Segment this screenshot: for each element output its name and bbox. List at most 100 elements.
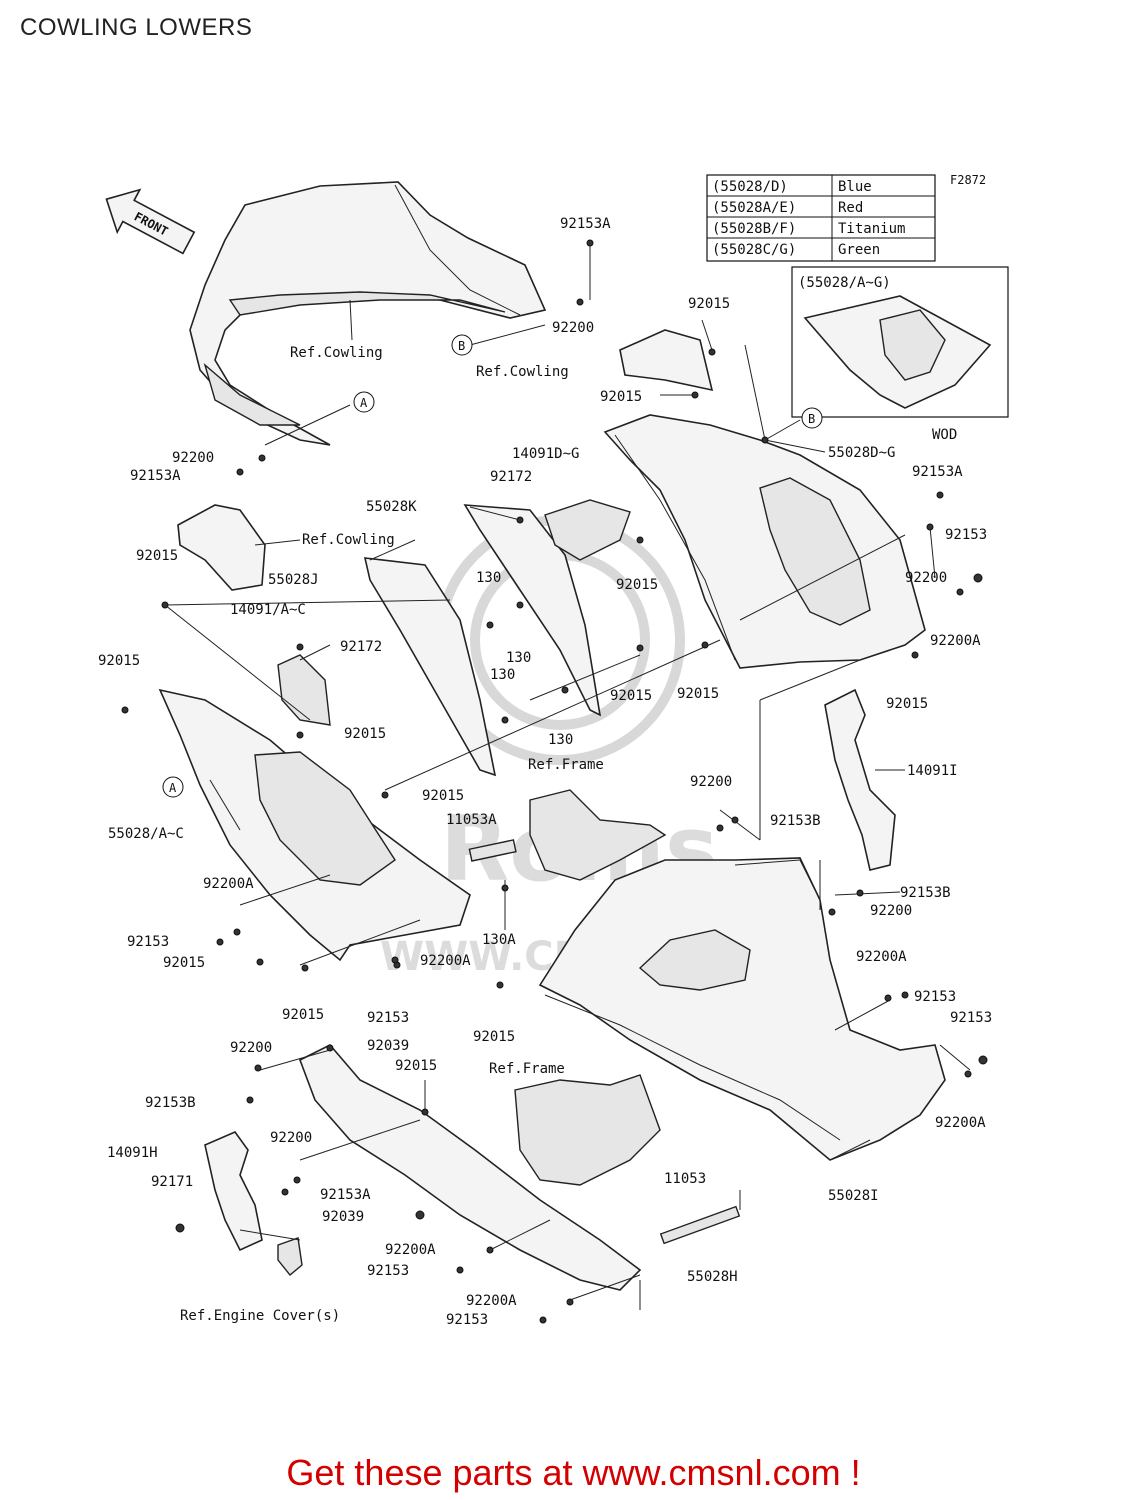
part-label: 92200A bbox=[385, 1242, 436, 1258]
part-label: 92153 bbox=[950, 1010, 992, 1026]
part-label: 92153B bbox=[900, 885, 951, 901]
ref-upper-cowling bbox=[189, 181, 547, 446]
part-label: 92153 bbox=[446, 1312, 488, 1328]
bracket-14091ac bbox=[277, 654, 331, 726]
part-label: 92200A bbox=[856, 949, 907, 965]
ref-cowling-bracket-upper bbox=[619, 329, 714, 392]
part-label: Ref.Frame bbox=[489, 1061, 565, 1077]
callout-circle-b-upper: B bbox=[451, 334, 473, 356]
part-label: 92015 bbox=[344, 726, 386, 742]
part-label: 92153A bbox=[130, 468, 181, 484]
part-label: 92153 bbox=[367, 1263, 409, 1279]
part-label: 92153B bbox=[770, 813, 821, 829]
callout-circle-b-lower: B bbox=[801, 407, 823, 429]
svg-text:A: A bbox=[360, 396, 368, 410]
part-label: 92153 bbox=[127, 934, 169, 950]
part-label: 92172 bbox=[490, 469, 532, 485]
color-table: (55028/D) Blue (55028A/E) Red (55028B/F)… bbox=[706, 174, 936, 262]
part-label: 92200 bbox=[230, 1040, 272, 1056]
part-label: 55028H bbox=[687, 1269, 738, 1285]
part-label: 92015 bbox=[473, 1029, 515, 1045]
color-table-code: (55028C/G) bbox=[712, 242, 796, 258]
part-label: 92015 bbox=[600, 389, 642, 405]
part-label: 92200 bbox=[870, 903, 912, 919]
part-label: 130 bbox=[548, 732, 573, 748]
part-label: 92200 bbox=[690, 774, 732, 790]
part-label: 14091H bbox=[107, 1145, 158, 1161]
part-label: 11053 bbox=[664, 1171, 706, 1187]
color-table-color: Red bbox=[838, 200, 863, 216]
part-label: 92015 bbox=[677, 686, 719, 702]
figure-code: F2872 bbox=[950, 173, 986, 187]
ref-cowling-bracket-left bbox=[177, 504, 266, 591]
part-label: 92015 bbox=[163, 955, 205, 971]
svg-text:B: B bbox=[458, 339, 465, 353]
lower-fairing-55028h bbox=[298, 1044, 642, 1291]
part-label: Ref.Cowling bbox=[290, 345, 383, 361]
part-label: 92015 bbox=[422, 788, 464, 804]
part-label: 92015 bbox=[688, 296, 730, 312]
part-label: 130 bbox=[490, 667, 515, 683]
part-label: 92153 bbox=[945, 527, 987, 543]
part-label: 92015 bbox=[98, 653, 140, 669]
part-label: 92153B bbox=[145, 1095, 196, 1111]
svg-text:A: A bbox=[169, 781, 177, 795]
part-label: 92015 bbox=[886, 696, 928, 712]
front-arrow: FRONT bbox=[105, 188, 196, 255]
part-label: 92153 bbox=[914, 989, 956, 1005]
part-label: 92015 bbox=[610, 688, 652, 704]
footer-cta-link[interactable]: Get these parts at www.cmsnl.com ! bbox=[286, 1452, 861, 1493]
parts-diagram: Roms WWW.CMSNL.COM FRONT F2872 (55028/D)… bbox=[98, 173, 1009, 1328]
strip-11053a bbox=[468, 839, 517, 862]
inner-panel-55028j bbox=[363, 557, 497, 777]
part-label: 130A bbox=[482, 932, 516, 948]
part-label: 92172 bbox=[340, 639, 382, 655]
inset-title: (55028/A~G) bbox=[798, 275, 891, 291]
color-table-code: (55028B/F) bbox=[712, 221, 796, 237]
part-label: 92039 bbox=[367, 1038, 409, 1054]
part-label: 92153A bbox=[912, 464, 963, 480]
stay-14091i bbox=[824, 688, 896, 871]
part-label: 92200A bbox=[935, 1115, 986, 1131]
part-label: 92015 bbox=[616, 577, 658, 593]
part-label: 55028J bbox=[268, 572, 319, 588]
inset-caption: WOD bbox=[932, 427, 957, 443]
strip-11053 bbox=[659, 1205, 741, 1245]
part-label: 92200A bbox=[420, 953, 471, 969]
part-label: 92200 bbox=[172, 450, 214, 466]
part-label: 55028I bbox=[828, 1188, 879, 1204]
part-label: 92200 bbox=[270, 1130, 312, 1146]
cowling-right-55028dg bbox=[603, 414, 926, 669]
color-table-color: Blue bbox=[838, 179, 872, 195]
fasteners bbox=[121, 239, 988, 1324]
part-label: 92015 bbox=[395, 1058, 437, 1074]
color-table-color: Titanium bbox=[838, 221, 905, 237]
callout-circle-a-lower: A bbox=[162, 776, 184, 798]
leader-lines bbox=[164, 240, 971, 1310]
cowling-left-55028ac bbox=[158, 688, 471, 962]
part-label: 92153A bbox=[560, 216, 611, 232]
color-table-code: (55028/D) bbox=[712, 179, 788, 195]
part-label: 14091/A~C bbox=[230, 602, 306, 618]
inner-panel-55028k bbox=[463, 504, 602, 717]
ref-engine-cover bbox=[277, 1237, 303, 1276]
part-label: 92200 bbox=[552, 320, 594, 336]
part-label: 14091D~G bbox=[512, 446, 579, 462]
callout-circle-a-upper: A bbox=[353, 391, 375, 413]
part-label: 92200A bbox=[466, 1293, 517, 1309]
part-label: 130 bbox=[506, 650, 531, 666]
svg-text:B: B bbox=[808, 412, 815, 426]
ref-frame-upper bbox=[529, 789, 667, 881]
page-title: COWLING LOWERS bbox=[20, 14, 253, 41]
part-label: 92153A bbox=[320, 1187, 371, 1203]
cowling-right-lower-55028i bbox=[538, 857, 946, 1161]
part-label: Ref.Cowling bbox=[302, 532, 395, 548]
stay-14091h bbox=[204, 1131, 263, 1252]
variant-inset: (55028/A~G) WOD bbox=[791, 266, 1009, 443]
part-label: 92015 bbox=[282, 1007, 324, 1023]
part-label: Ref.Engine Cover(s) bbox=[180, 1308, 340, 1324]
part-label: 55028D~G bbox=[828, 445, 895, 461]
part-label: 92039 bbox=[322, 1209, 364, 1225]
part-labels: 92153A 92200 Ref.Cowling 92015 Ref.Cowli… bbox=[98, 216, 992, 1328]
part-label: 11053A bbox=[446, 812, 497, 828]
